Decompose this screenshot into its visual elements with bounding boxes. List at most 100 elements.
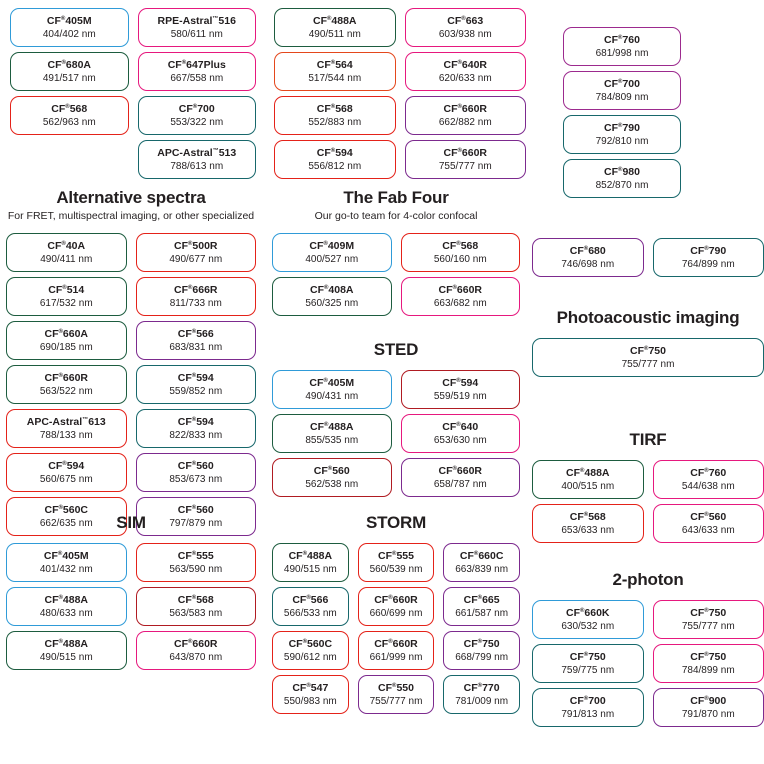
registered-icon: ® bbox=[644, 346, 649, 352]
registered-icon: ® bbox=[704, 512, 709, 518]
dye-name: CF®514 bbox=[9, 282, 124, 297]
dye-number: 660C bbox=[478, 550, 504, 562]
dye-brand: CF bbox=[43, 550, 58, 562]
registered-icon: ® bbox=[191, 595, 197, 601]
registered-icon: ® bbox=[477, 595, 483, 601]
dye-spectra: 663/682 nm bbox=[433, 298, 487, 309]
dye-name: CF®660R bbox=[404, 282, 518, 297]
registered-icon: ® bbox=[330, 60, 336, 66]
dye-number: 40A bbox=[65, 240, 86, 252]
dye-spectra: 544/638 nm bbox=[681, 481, 735, 492]
dye-number: 560 bbox=[196, 460, 214, 472]
dye-spectra: 822/833 nm bbox=[169, 430, 223, 441]
dye-name: CF®500R bbox=[139, 238, 254, 253]
dye-brand: CF bbox=[604, 78, 619, 90]
registered-icon: ® bbox=[302, 639, 307, 645]
dye-number: 555 bbox=[396, 550, 414, 562]
dye-number: 665 bbox=[482, 594, 500, 606]
registered-icon: ® bbox=[58, 373, 63, 379]
registered-icon: ® bbox=[327, 466, 333, 472]
dye-brand: CF bbox=[173, 284, 188, 296]
dye-name: CF®980 bbox=[566, 164, 678, 179]
registered-icon: ® bbox=[704, 652, 709, 658]
